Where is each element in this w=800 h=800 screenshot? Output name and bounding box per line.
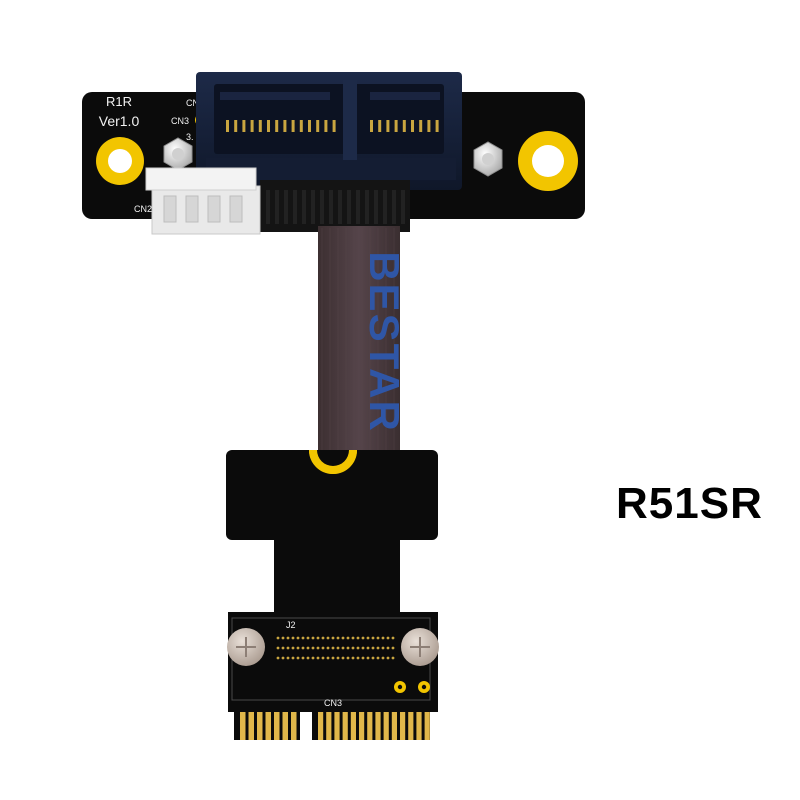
bottom-m2-board: J2 CN3 bbox=[226, 449, 439, 744]
gold-key-notch bbox=[309, 449, 357, 474]
board-name-line2: Ver1.0 bbox=[99, 113, 140, 129]
label-cn2-partial: CN2 bbox=[134, 204, 152, 214]
ribbon-brand-text: BESTAR bbox=[361, 251, 408, 433]
label-cn-partial: CN bbox=[186, 98, 199, 108]
left-standoff-screw bbox=[163, 137, 193, 171]
pcie-slot bbox=[196, 72, 462, 190]
label-voltage-partial: 3. bbox=[186, 132, 194, 142]
bottom-left-screw bbox=[227, 628, 265, 666]
bottom-right-screw bbox=[401, 628, 439, 666]
model-label: R51SR bbox=[616, 479, 763, 528]
right-standoff-screw bbox=[473, 141, 503, 177]
label-cn3-bottom: CN3 bbox=[324, 698, 342, 708]
ribbon-cable: BESTAR bbox=[318, 226, 408, 454]
board-name-line1: R1R bbox=[106, 94, 132, 109]
slot-pin-row bbox=[226, 120, 439, 132]
pad-rows bbox=[276, 636, 395, 660]
gold-test-pads bbox=[394, 681, 430, 693]
label-cn3: CN3 bbox=[171, 116, 189, 126]
cable-clamp bbox=[260, 180, 410, 232]
cable-clamp-ridges bbox=[266, 190, 405, 224]
power-connector-4pin bbox=[145, 167, 261, 235]
m2-edge-connector bbox=[240, 712, 430, 740]
label-j2: J2 bbox=[286, 620, 296, 630]
right-mounting-hole bbox=[518, 131, 578, 191]
left-mounting-hole bbox=[96, 137, 144, 185]
